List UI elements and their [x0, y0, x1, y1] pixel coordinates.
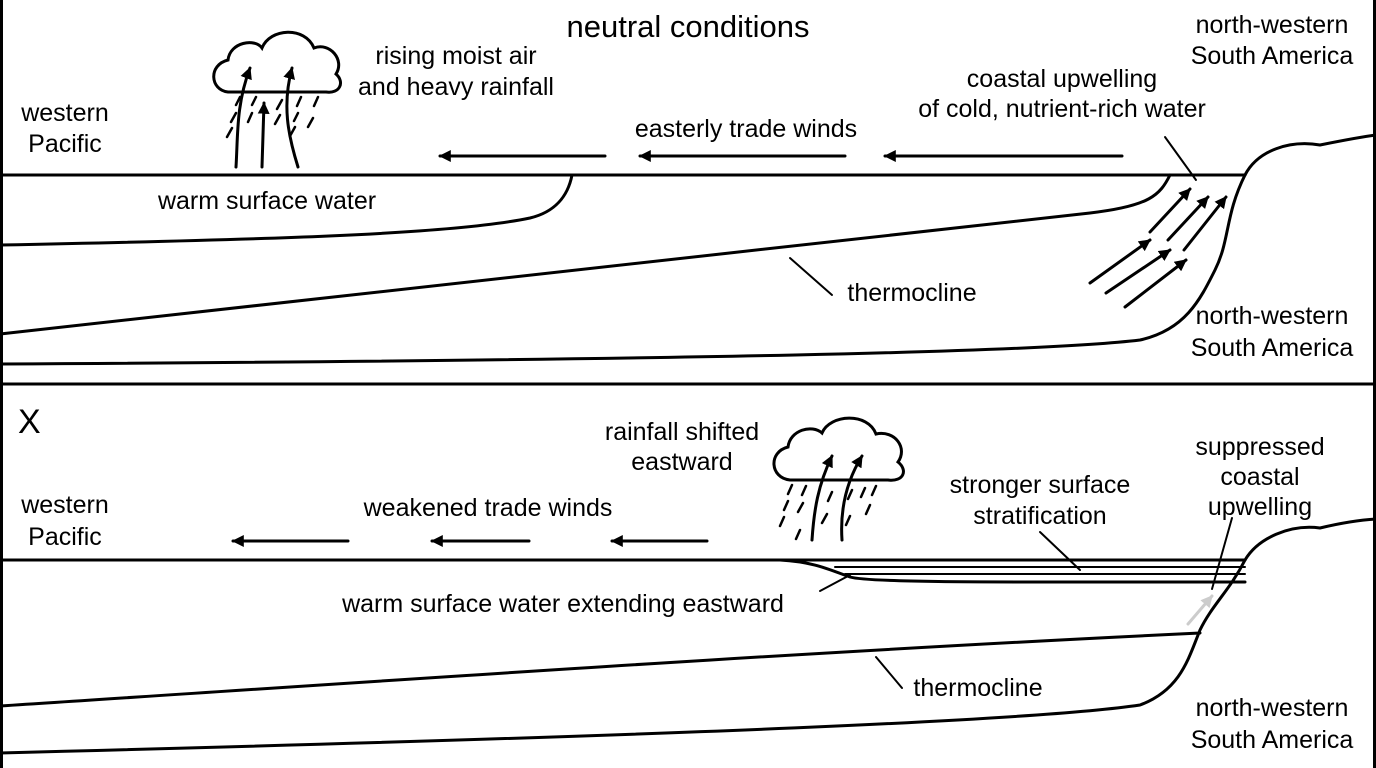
suppressed-upwelling-arrow	[1186, 594, 1214, 626]
panel-letter: X	[18, 403, 41, 441]
continental-slope-x	[0, 558, 1247, 755]
suppressed-label-line2: coastal	[1220, 463, 1299, 491]
upwelling-arrow-3	[1123, 258, 1188, 309]
warm-water-leader-x	[819, 574, 851, 592]
rising-air-arrow-x-2	[840, 454, 864, 542]
east-label-x-line1: north-western	[1196, 694, 1349, 722]
warm-water-label: warm surface water	[157, 187, 376, 215]
rising-air-arrow-2	[257, 101, 270, 169]
stratification-label-line1: stronger surface	[950, 471, 1131, 499]
upwelling-label-line1: coastal upwelling	[967, 65, 1157, 93]
west-label-x-line1: western	[20, 491, 109, 519]
suppressed-label-line1: suppressed	[1195, 433, 1324, 461]
west-label-x-line2: Pacific	[28, 523, 102, 551]
cloud-label-line1: rising moist air	[375, 42, 536, 70]
suppressed-label-line3: upwelling	[1208, 493, 1312, 521]
west-label-line1: western	[20, 99, 109, 127]
warm-pool-boundary-x	[778, 558, 1247, 584]
upwelling-arrow-2	[1104, 248, 1172, 295]
rain-icon-x	[778, 483, 878, 541]
cloud-label-line2: and heavy rainfall	[358, 73, 554, 101]
east-label-bottom-line1: north-western	[1196, 302, 1349, 330]
panel-title: neutral conditions	[567, 9, 810, 44]
upwelling-arrow-6	[1182, 195, 1228, 252]
upwelling-arrow-5	[1166, 195, 1210, 242]
stratification-leader	[1039, 531, 1081, 571]
cloud-label-x-line2: eastward	[631, 448, 732, 476]
suppressed-upwelling-leader	[1211, 517, 1233, 590]
weak-winds-label: weakened trade winds	[363, 494, 613, 522]
warm-pool-boundary	[0, 173, 574, 247]
coastline	[1243, 133, 1376, 177]
cloud-icon	[212, 30, 342, 94]
upwelling-arrow-4	[1148, 187, 1192, 234]
thermocline-label-x: thermocline	[913, 674, 1042, 702]
thermocline-leader	[789, 257, 833, 296]
coastline-x	[1243, 517, 1376, 562]
thermocline-leader-x	[875, 656, 903, 689]
rain-icon	[225, 95, 320, 139]
upwelling-leader	[1164, 136, 1197, 181]
warm-water-label-x: warm surface water extending eastward	[341, 590, 784, 618]
continental-slope	[0, 173, 1247, 366]
upwelling-label-line2: of cold, nutrient-rich water	[918, 95, 1206, 123]
stratification-label-line2: stratification	[973, 502, 1106, 530]
thermocline-line-x	[0, 631, 1202, 708]
thermocline-label: thermocline	[847, 279, 976, 307]
trade-winds-label: easterly trade winds	[635, 115, 857, 143]
rising-air-arrow-x-1	[810, 454, 834, 542]
rising-air-arrow-1	[234, 66, 252, 169]
upwelling-arrow-1	[1088, 238, 1152, 285]
cloud-label-x-line1: rainfall shifted	[605, 418, 759, 446]
east-label-x-line2: South America	[1191, 726, 1354, 754]
east-label-bottom-line2: South America	[1191, 334, 1354, 362]
top-panel: neutral conditions western Pacific north…	[0, 9, 1376, 366]
bottom-panel: X western Pacific rainfall shifted eastw…	[0, 403, 1376, 755]
east-label-top-line2: South America	[1191, 42, 1354, 70]
west-label-line2: Pacific	[28, 130, 102, 158]
east-label-top-line1: north-western	[1196, 11, 1349, 39]
rising-air-arrow-3	[283, 66, 300, 169]
cloud-icon-x	[772, 416, 905, 482]
thermocline-line	[0, 173, 1172, 336]
